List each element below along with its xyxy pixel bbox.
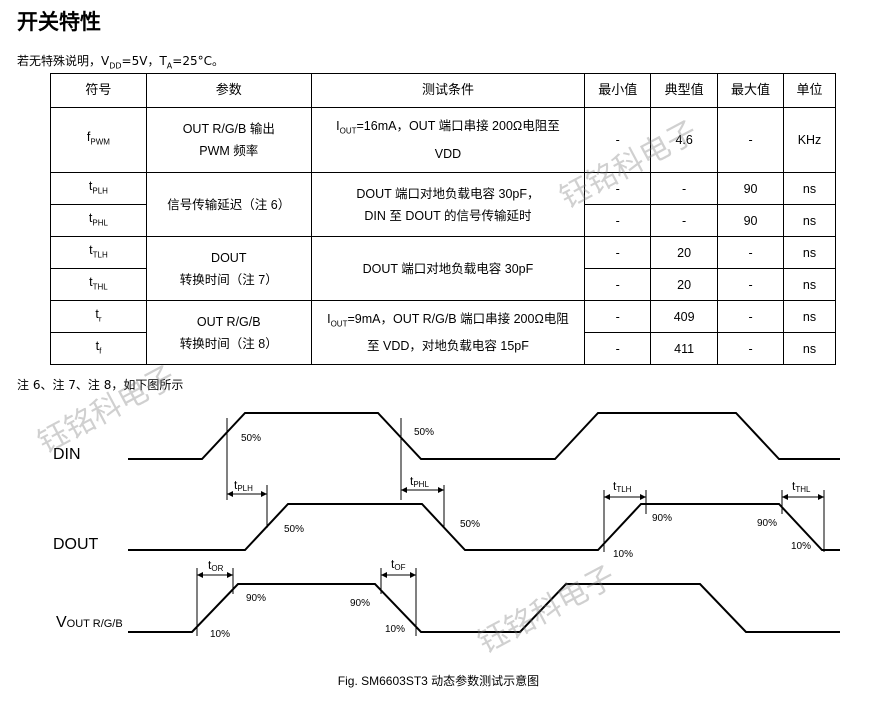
- pct-label: 90%: [350, 598, 370, 609]
- header-condition: 测试条件: [310, 73, 586, 108]
- unit-cell: KHz: [783, 107, 836, 173]
- table-row: tPHL - - 90 ns: [50, 204, 836, 237]
- min-cell: -: [584, 300, 652, 333]
- header-typ: 典型值: [650, 73, 719, 108]
- table-row: tTHL - 20 - ns: [50, 268, 836, 301]
- typ-cell: 4.6: [650, 107, 719, 173]
- pct-label: 90%: [246, 593, 266, 604]
- symbol-cell: tPLH: [50, 172, 147, 205]
- din-label: DIN: [53, 446, 81, 463]
- pct-label: 90%: [757, 518, 777, 529]
- figure-caption: Fig. SM6603ST3 动态参数测试示意图: [337, 674, 540, 688]
- unit-cell: ns: [783, 204, 836, 237]
- symbol-cell: tr: [50, 300, 147, 333]
- pct-label: 50%: [414, 427, 434, 438]
- pct-label: 10%: [210, 629, 230, 640]
- vout-waveform: [128, 583, 840, 633]
- tof-label: tOF: [391, 557, 406, 572]
- max-cell: -: [717, 268, 784, 301]
- parameter-cell: 信号传输延迟（注 6）: [145, 172, 312, 237]
- vout-label: VOUT R/G/B: [56, 614, 123, 631]
- symbol-cell: tTHL: [50, 268, 147, 301]
- typ-cell: 20: [650, 236, 719, 269]
- typ-cell: 20: [650, 268, 719, 301]
- condition-cell: DOUT 端口对地负载电容 30pF，DIN 至 DOUT 的信号传输延时: [310, 172, 586, 237]
- max-cell: -: [717, 107, 784, 173]
- pct-label: 90%: [652, 513, 672, 524]
- pct-label: 50%: [460, 519, 480, 530]
- min-cell: -: [584, 172, 652, 205]
- din-waveform: [128, 412, 840, 460]
- switching-characteristics-table: 符号 参数 测试条件 最小值 典型值 最大值 单位 fPWM OUT R/G/B…: [50, 73, 836, 365]
- header-unit: 单位: [783, 73, 836, 108]
- dout-label: DOUT: [53, 536, 99, 553]
- unit-cell: ns: [783, 236, 836, 269]
- tphl-label: tPHL: [410, 474, 429, 489]
- symbol-cell: tTLH: [50, 236, 147, 269]
- table-header-row: 符号 参数 测试条件 最小值 典型值 最大值 单位: [50, 73, 836, 108]
- pct-label: 10%: [613, 549, 633, 560]
- pct-label: 10%: [791, 541, 811, 552]
- min-cell: -: [584, 204, 652, 237]
- section-title: 开关特性: [17, 10, 101, 34]
- unit-cell: ns: [783, 172, 836, 205]
- header-parameter: 参数: [145, 73, 312, 108]
- max-cell: -: [717, 236, 784, 269]
- unit-cell: ns: [783, 300, 836, 333]
- condition-cell: IOUT=9mA，OUT R/G/B 端口串接 200Ω电阻至 VDD，对地负载…: [310, 300, 586, 365]
- header-min: 最小值: [584, 73, 652, 108]
- tplh-label: tPLH: [234, 478, 253, 493]
- min-cell: -: [584, 332, 652, 365]
- header-max: 最大值: [717, 73, 784, 108]
- condition-cell: DOUT 端口对地负载电容 30pF: [310, 236, 586, 301]
- typ-cell: -: [650, 204, 719, 237]
- pct-label: 50%: [241, 433, 261, 444]
- test-conditions: 若无特殊说明，VDD=5V，TA=25°C。: [17, 54, 224, 71]
- typ-cell: 409: [650, 300, 719, 333]
- header-symbol: 符号: [50, 73, 147, 108]
- ttlh-label: tTLH: [613, 479, 632, 494]
- max-cell: -: [717, 300, 784, 333]
- table-row: tf - 411 - ns: [50, 332, 836, 365]
- unit-cell: ns: [783, 268, 836, 301]
- tor-label: tOR: [208, 558, 224, 573]
- typ-cell: 411: [650, 332, 719, 365]
- pct-label: 10%: [385, 624, 405, 635]
- symbol-cell: tf: [50, 332, 147, 365]
- min-cell: -: [584, 107, 652, 173]
- pct-label: 50%: [284, 524, 304, 535]
- symbol-cell: fPWM: [50, 107, 147, 173]
- figure-note: 注 6、注 7、注 8，如下图所示: [17, 378, 184, 392]
- symbol-cell: tPHL: [50, 204, 147, 237]
- unit-cell: ns: [783, 332, 836, 365]
- typ-cell: -: [650, 172, 719, 205]
- timing-diagram: DIN DOUT VOUT R/G/B 50% 50% 50% 50% 90% …: [53, 412, 840, 640]
- table-row: tPLH 信号传输延迟（注 6） DOUT 端口对地负载电容 30pF，DIN …: [50, 172, 836, 237]
- max-cell: -: [717, 332, 784, 365]
- tthl-label: tTHL: [792, 479, 811, 494]
- max-cell: 90: [717, 172, 784, 205]
- dout-waveform: [128, 503, 840, 551]
- min-cell: -: [584, 268, 652, 301]
- max-cell: 90: [717, 204, 784, 237]
- min-cell: -: [584, 236, 652, 269]
